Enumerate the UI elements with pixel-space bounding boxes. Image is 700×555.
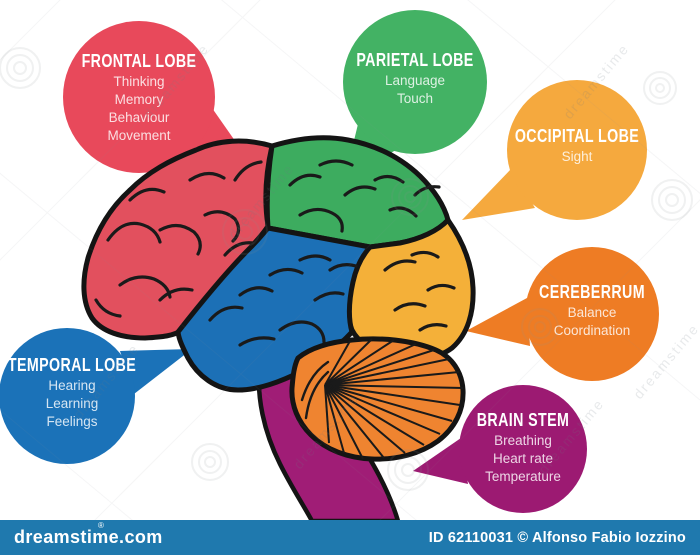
bubble-occipital-lobe-line: Sight — [561, 148, 593, 164]
bubble-temporal-lobe-line: Feelings — [46, 414, 98, 430]
image-credit: ID 62110031 © Alfonso Fabio Iozzino — [428, 529, 686, 546]
bubble-frontal-lobe-line: Thinking — [113, 73, 165, 89]
brain-stem-bubble-circle — [459, 385, 587, 513]
bubble-brain-stem-title: BRAIN STEM — [476, 410, 570, 431]
bubble-temporal-lobe-title: TEMPORAL LOBE — [7, 355, 137, 376]
temporal-bubble-tail — [120, 349, 192, 394]
occipital-bubble-circle — [507, 80, 647, 220]
temporal-bubble-circle — [0, 328, 135, 464]
bubble-occipital-lobe-title: OCCIPITAL LOBE — [514, 126, 640, 147]
parietal-bubble-circle — [343, 10, 487, 154]
frontal-bubble-circle — [63, 21, 215, 173]
bubble-brain-stem-line: Breathing — [494, 432, 552, 448]
footer-bar: dreamstime.com ® ID 62110031 © Alfonso F… — [0, 520, 700, 555]
cereberrum-bubble-circle — [525, 247, 659, 381]
bubble-parietal-lobe-title: PARIETAL LOBE — [356, 50, 474, 71]
bubble-temporal-lobe-line: Learning — [45, 395, 99, 411]
bubble-parietal-lobe-line: Language — [384, 72, 446, 88]
bubble-frontal-lobe-line: Behaviour — [108, 110, 170, 125]
gyri-lines — [94, 159, 456, 347]
bubble-frontal-lobe: FRONTAL LOBE Thinking Memory Behaviour M… — [79, 50, 200, 145]
bubble-brain-stem: BRAIN STEM Breathing Heart rate Temperat… — [474, 410, 571, 486]
cereberrum-bubble-tail — [466, 298, 530, 346]
bubble-parietal-lobe-line: Touch — [396, 91, 434, 106]
parietal-lobe-shape — [264, 135, 451, 250]
bubble-cereberrum-line: Balance — [567, 304, 617, 320]
bubble-temporal-lobe-line: Hearing — [48, 377, 96, 393]
bubble-brain-stem-line: Heart rate — [492, 450, 554, 466]
bubble-frontal-lobe-title: FRONTAL LOBE — [81, 50, 197, 72]
cerebellum-fan-lines — [324, 338, 464, 460]
bubble-parietal-lobe: PARIETAL LOBE Language Touch — [353, 50, 477, 108]
bubble-cereberrum-title: CEREBERRUM — [539, 282, 645, 303]
bubble-brain-stem-line: Temperature — [485, 469, 561, 485]
bubble-occipital-lobe: OCCIPITAL LOBE Sight — [512, 126, 643, 166]
brain-stem-bubble-tail — [413, 438, 468, 484]
bubble-cereberrum: CEREBERRUM Balance Coordination — [536, 282, 648, 340]
bubble-cereberrum-line: Coordination — [553, 323, 631, 338]
dreamstime-logo: dreamstime.com ® — [14, 521, 163, 548]
bubble-frontal-lobe-line: Memory — [114, 91, 164, 107]
bubble-temporal-lobe: TEMPORAL LOBE Hearing Learning Feelings — [5, 355, 140, 431]
dreamstime-logo-text: dreamstime.com — [14, 527, 163, 547]
bubble-frontal-lobe-line: Movement — [107, 128, 171, 144]
cerebellum-shape — [289, 336, 466, 462]
registered-mark: ® — [98, 521, 105, 530]
